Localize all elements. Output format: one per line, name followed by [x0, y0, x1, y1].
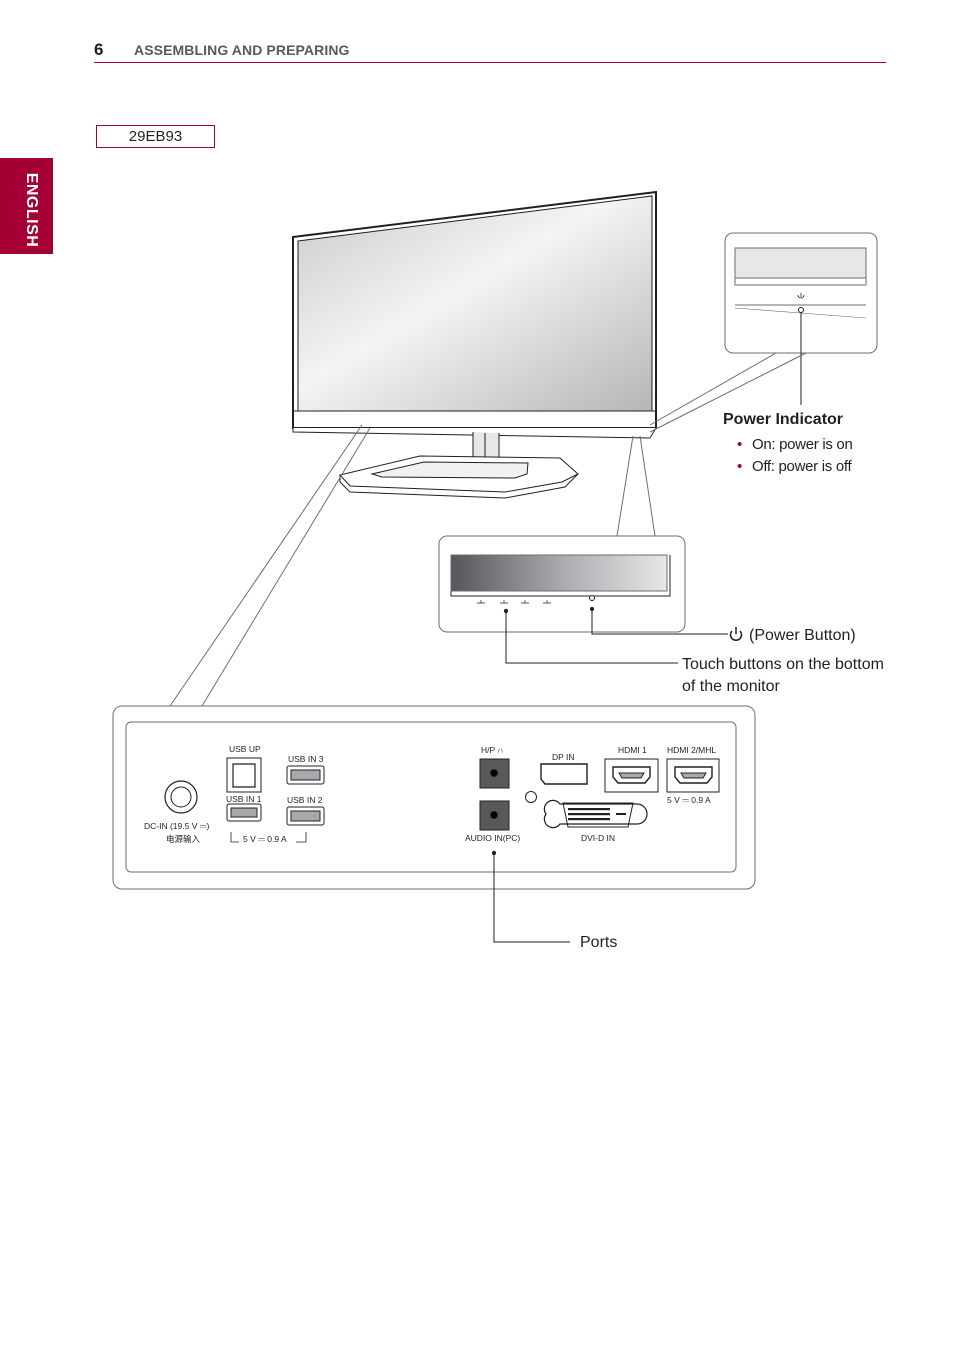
- touch-buttons-zoom: [438, 435, 743, 664]
- header-rule: [94, 62, 886, 63]
- audio-in-label: AUDIO IN(PC): [465, 833, 521, 843]
- power-indicator-zoom: [649, 232, 878, 433]
- hdmi-power-label: 5 V ⎓ 0.9 A: [667, 795, 711, 805]
- hp-label: H/P ∩: [481, 745, 504, 755]
- touch-buttons-label-line1: Touch buttons on the bottom: [682, 656, 884, 673]
- usb-in-1-label: USB IN 1: [226, 794, 262, 804]
- touch-buttons-label-line2: of the monitor: [682, 678, 780, 695]
- power-indicator-on-text: On: power is on: [751, 436, 853, 453]
- dp-in-label: DP IN: [552, 752, 575, 762]
- model-label: 29EB93: [96, 125, 215, 148]
- ports-label: Ports: [580, 934, 618, 951]
- power-indicator-off-text: Off: power is off: [751, 458, 852, 475]
- power-indicator-title: Power Indicator: [723, 411, 844, 428]
- power-button-label: (Power Button): [749, 627, 856, 644]
- hdmi2-label: HDMI 2/MHL: [667, 745, 717, 755]
- section-title: ASSEMBLING AND PREPARING: [134, 42, 350, 58]
- hp-label-text: H/P: [481, 745, 496, 755]
- language-tab: [0, 158, 53, 254]
- page-number: 6: [94, 40, 104, 59]
- dc-in-label: DC-IN (19.5 V ⎓): [144, 821, 210, 831]
- usb-in-3-label: USB IN 3: [288, 754, 324, 764]
- power-indicator-off: • Off: power is off: [737, 458, 852, 475]
- monitor-body: [292, 190, 657, 499]
- hdmi1-label: HDMI 1: [618, 745, 647, 755]
- bullet: •: [737, 436, 742, 453]
- dc-in-cn-label: 电源输入: [166, 834, 201, 844]
- ports-zoom: [112, 424, 756, 943]
- bullet: •: [737, 458, 742, 475]
- usb-up-label: USB UP: [229, 744, 261, 754]
- dvi-in-label: DVI-D IN: [581, 833, 615, 843]
- headphone-icon: ∩: [497, 745, 504, 755]
- usb-power-label: 5 V ⎓ 0.9 A: [243, 834, 287, 844]
- usb-in-2-label: USB IN 2: [287, 795, 323, 805]
- power-indicator-on: • On: power is on: [737, 436, 853, 453]
